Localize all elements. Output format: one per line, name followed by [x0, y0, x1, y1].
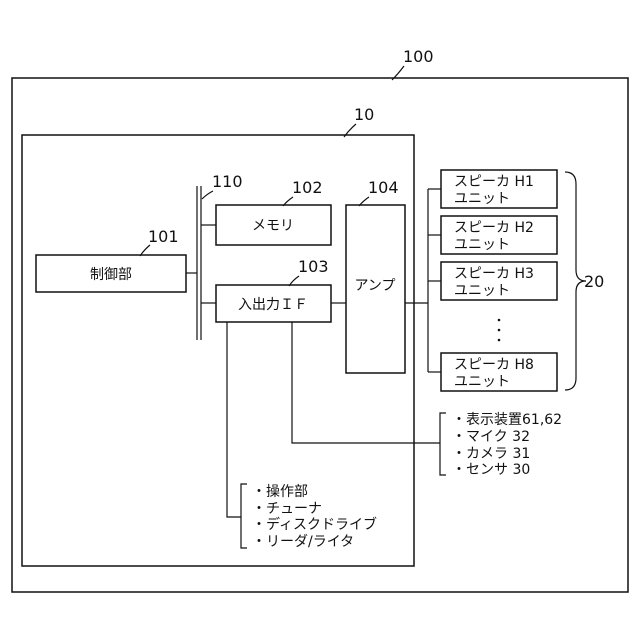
io-if-ref: 103 — [298, 257, 329, 276]
speaker-group-ref: 20 — [584, 272, 604, 291]
external-item-1: ・表示装置61,62 — [452, 412, 562, 428]
control-device-ref: 10 — [354, 105, 374, 124]
external-item-3: ・カメラ 31 — [452, 446, 530, 462]
speaker-h8-line2: ユニット — [454, 374, 510, 390]
io-if-label: 入出力ＩＦ — [238, 297, 308, 313]
input-item-4: ・リーダ/ライタ — [252, 534, 354, 550]
input-item-1: ・操作部 — [252, 484, 308, 500]
external-item-4: ・センサ 30 — [452, 462, 530, 478]
input-item-2: ・チューナ — [252, 501, 322, 517]
device-ref: 100 — [403, 47, 434, 66]
control-unit-ref: 101 — [148, 227, 179, 246]
memory-label: メモリ — [252, 218, 294, 234]
ellipsis-dot — [498, 319, 501, 322]
speaker-h3-line1: スピーカ H3 — [454, 266, 534, 282]
external-item-2: ・マイク 32 — [452, 429, 530, 445]
speaker-h2-line1: スピーカ H2 — [454, 220, 534, 236]
speaker-h8-line1: スピーカ H8 — [454, 357, 534, 373]
speaker-h1-line2: ユニット — [454, 191, 510, 207]
speaker-h1-line1: スピーカ H1 — [454, 174, 534, 190]
control-unit-label: 制御部 — [90, 267, 132, 283]
amp-ref: 104 — [368, 178, 399, 197]
ellipsis-dot — [498, 339, 501, 342]
bus-ref: 110 — [212, 172, 243, 191]
memory-ref: 102 — [292, 178, 323, 197]
input-item-3: ・ディスクドライブ — [252, 516, 377, 533]
ellipsis-dot — [498, 329, 501, 332]
speaker-h3-line2: ユニット — [454, 283, 510, 299]
amp-label: アンプ — [354, 278, 395, 294]
speaker-h2-line2: ユニット — [454, 237, 510, 253]
